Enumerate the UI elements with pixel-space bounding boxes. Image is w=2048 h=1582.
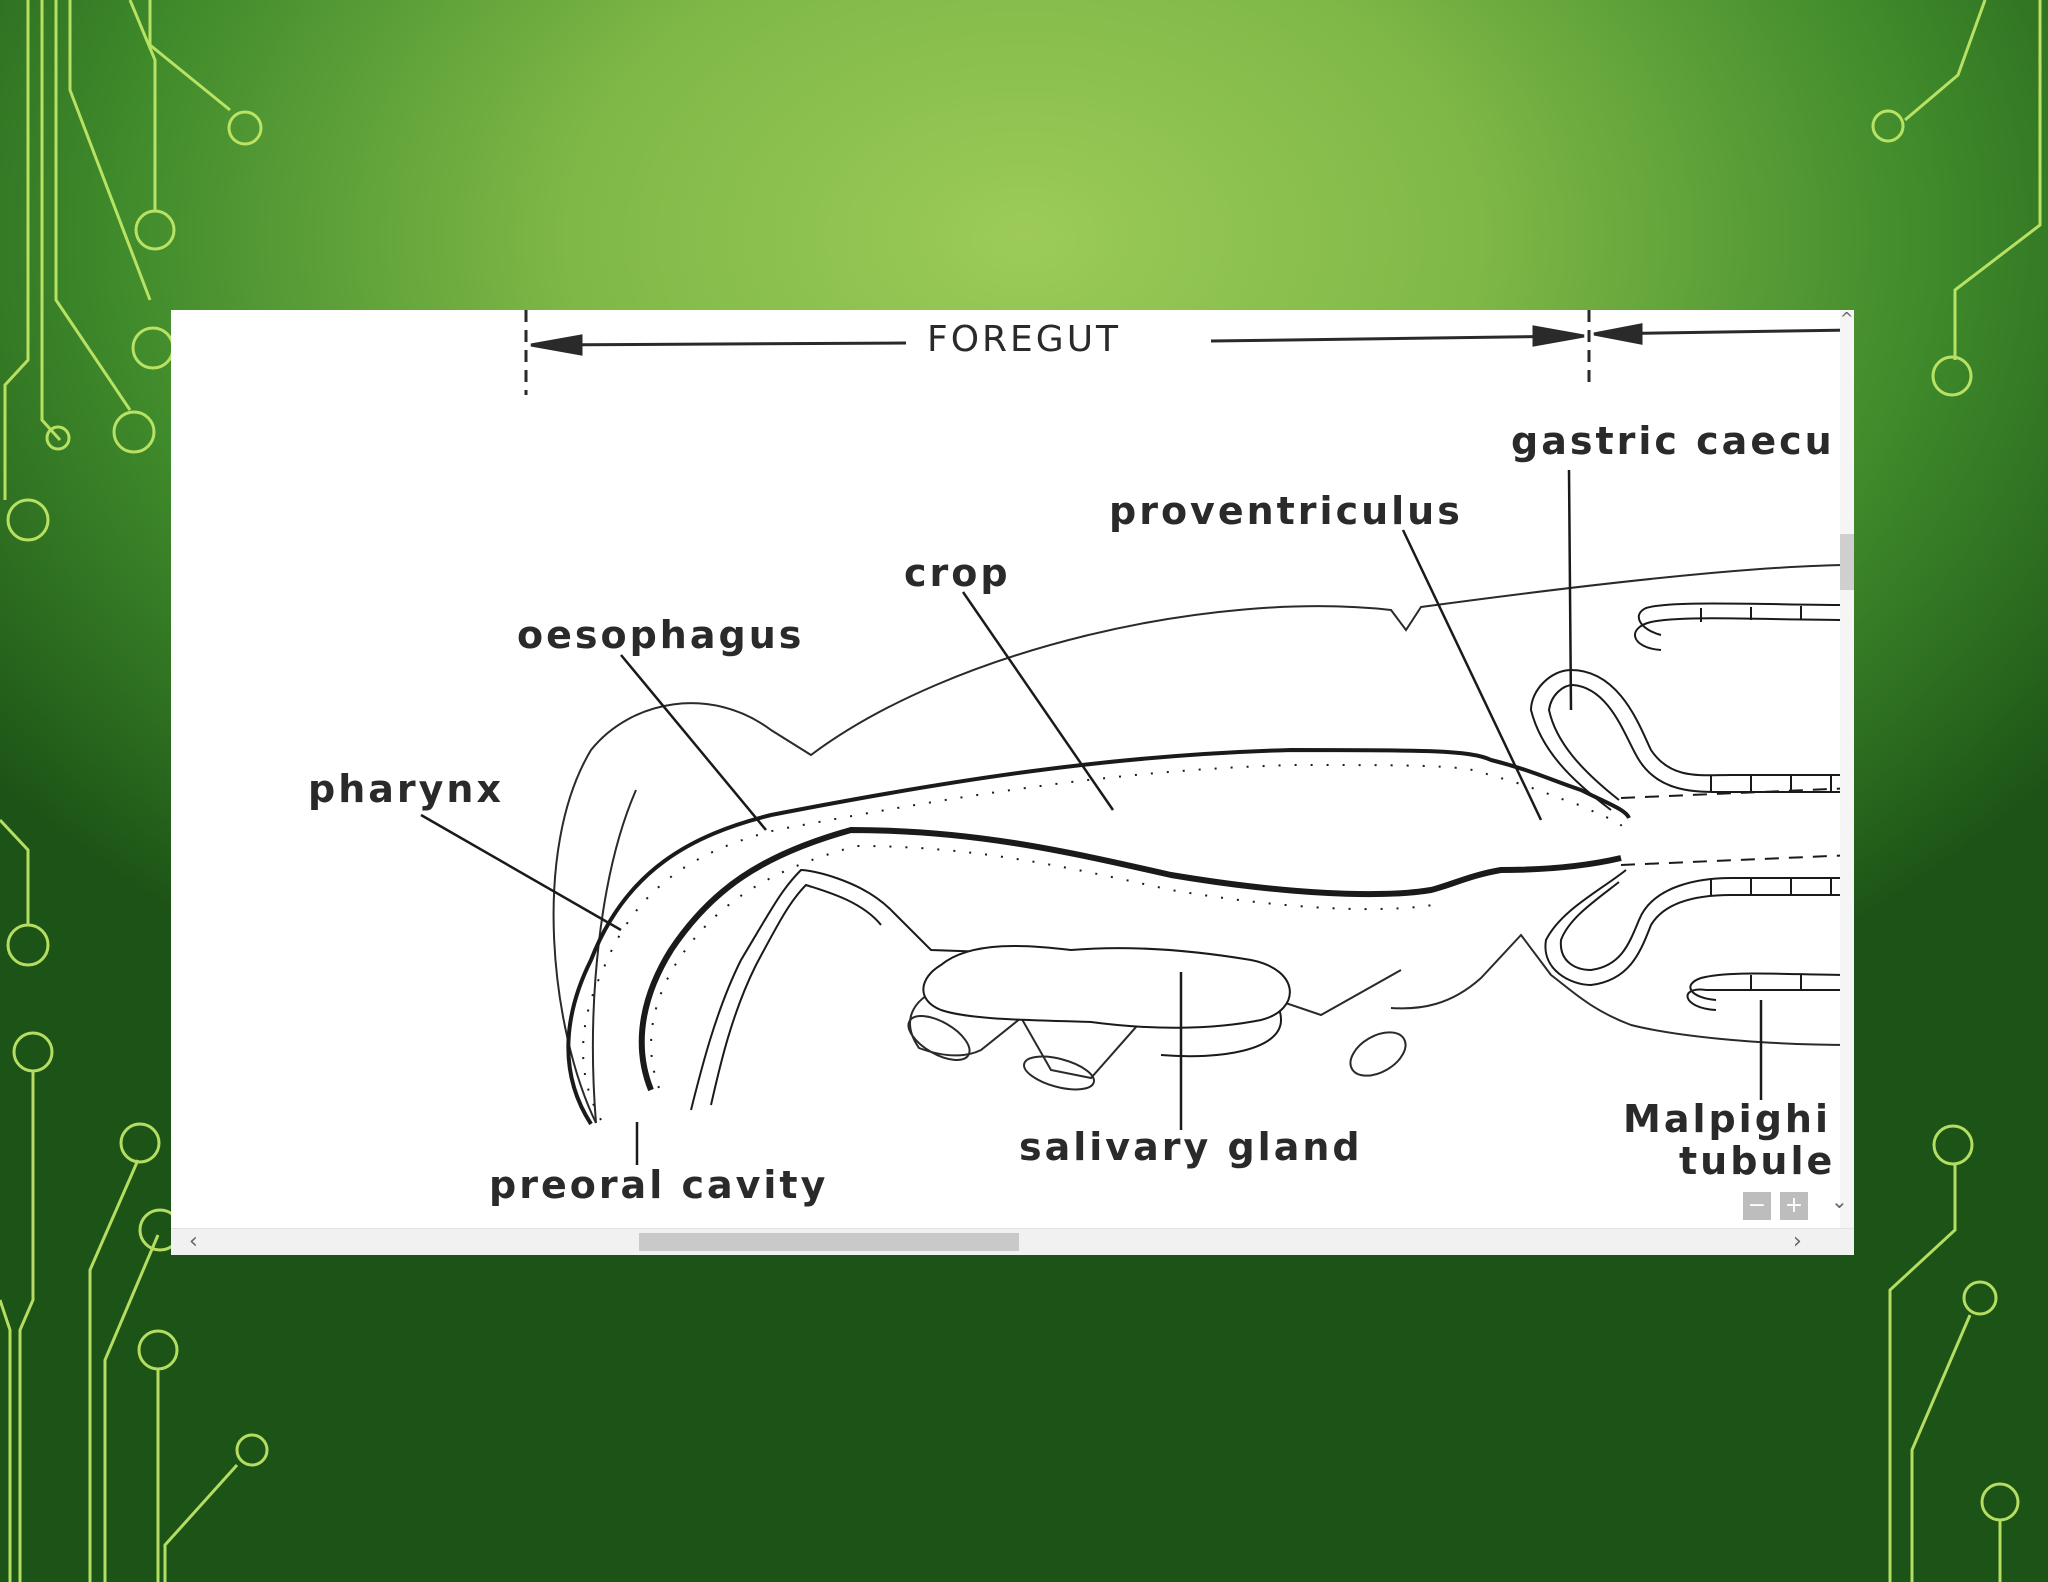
leg-3-stub <box>1349 1031 1407 1077</box>
foregut-ventral-wall <box>638 826 1622 1092</box>
gastric-caecum-lower-inner <box>1559 877 1854 972</box>
malpighian-upper-outer <box>1637 602 1854 636</box>
midgut-dorsal-dashed <box>1620 787 1854 799</box>
leg-2 <box>1010 999 1152 1080</box>
leader-oesophagus <box>620 654 767 831</box>
zoom-in-button[interactable]: + <box>1780 1192 1808 1220</box>
proventriculus-label: proventriculus <box>1109 489 1463 533</box>
foregut-label: FOREGUT <box>927 319 1122 360</box>
salivary-duct-outer <box>690 868 892 1111</box>
leader-pharynx <box>420 813 622 932</box>
leader-crop <box>961 591 1115 811</box>
salivary-gland-label: salivary gland <box>1019 1125 1363 1169</box>
head-outline <box>552 564 1854 1124</box>
leader-gastric-caeca <box>1567 469 1573 711</box>
foregut-arrow-right <box>1210 334 1585 343</box>
foregut-arrowhead-left <box>530 334 583 356</box>
salivary-duct-inner <box>710 883 882 1106</box>
foregut-arrowhead-right <box>1532 325 1585 347</box>
malpighian-lower-outer <box>1689 972 1854 1001</box>
malpighian-lower-inner <box>1686 988 1854 1011</box>
pharynx-label: pharynx <box>308 767 504 811</box>
gastric-caecum-upper-inner <box>1547 683 1854 801</box>
vertical-scroll-thumb[interactable] <box>1840 534 1854 590</box>
leg-1-stub <box>907 1015 971 1061</box>
foregut-dorsal-lining <box>582 763 1624 1121</box>
leader-proventriculus <box>1401 529 1543 821</box>
head-inner-outline <box>591 789 637 1124</box>
gastric-caeca-label: gastric caecu <box>1511 419 1835 463</box>
midgut-arrowhead <box>1593 323 1643 345</box>
preoral-cavity-label: preoral cavity <box>489 1163 829 1207</box>
scroll-left-icon[interactable]: ‹ <box>189 1229 198 1254</box>
chevron-down-icon[interactable]: ⌄ <box>1831 1189 1848 1213</box>
malpighian-tubule-label-line1: Malpighi <box>1623 1097 1831 1141</box>
midgut-ventral-dashed <box>1620 854 1854 866</box>
vertical-scrollbar[interactable]: ^ <box>1840 310 1854 1229</box>
ventral-outline <box>1390 933 1854 1046</box>
oesophagus-label: oesophagus <box>517 613 805 657</box>
horizontal-scrollbar[interactable]: ‹ › <box>171 1228 1854 1255</box>
leg-1 <box>909 987 1092 1057</box>
malpighian-upper-inner <box>1634 617 1854 651</box>
salivary-gland-body <box>922 944 1291 1029</box>
scroll-up-icon[interactable]: ^ <box>1840 310 1854 328</box>
horizontal-scroll-thumb[interactable] <box>639 1233 1019 1251</box>
foregut-dorsal-wall <box>566 747 1631 1126</box>
zoom-out-button[interactable]: − <box>1743 1192 1771 1220</box>
insect-gut-diagram <box>420 310 1854 1165</box>
image-viewer[interactable]: FOREGUT gastric caecu proventriculus cro… <box>171 310 1854 1255</box>
gastric-caecum-lower-outer <box>1544 869 1854 987</box>
crop-label: crop <box>904 551 1011 595</box>
foregut-arrow-left <box>530 341 907 347</box>
leg-2-stub <box>1023 1055 1095 1091</box>
malpighian-tubule-label-line2: tubule <box>1679 1139 1836 1183</box>
scroll-right-icon[interactable]: › <box>1793 1229 1802 1254</box>
